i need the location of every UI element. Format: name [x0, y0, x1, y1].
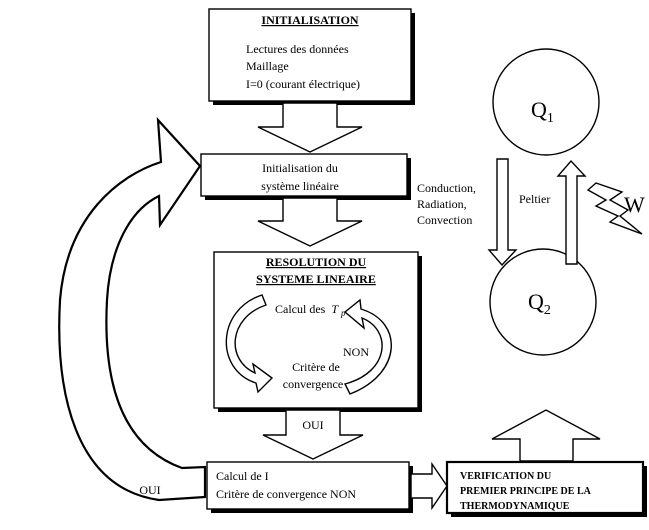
- transfer-line-1: Conduction,: [417, 181, 476, 195]
- q2-node: Q2: [489, 248, 597, 356]
- resolution-box: RESOLUTION DU SYSTEME LINEAIRE Calcul de…: [213, 251, 422, 412]
- resolution-title-2: SYSTEME LINEAIRE: [256, 272, 376, 286]
- system-box: Initialisation du système linéaire: [200, 153, 411, 200]
- resolution-title-1: RESOLUTION DU: [266, 255, 367, 269]
- bottom-box: Calcul de I Critère de convergence NON: [206, 461, 413, 513]
- crit-line-2: convergence: [283, 377, 343, 391]
- verification-box: VERIFICATION DU PREMIER PRINCIPE DE LA T…: [445, 460, 647, 517]
- crit-line-1: Critère de: [292, 360, 340, 374]
- transfer-line-2: Radiation,: [417, 197, 467, 211]
- calcul-i-label: Calcul de I: [216, 469, 269, 483]
- work-label: W: [624, 192, 645, 217]
- non-loop-label: NON: [343, 345, 369, 359]
- init-line-3: I=0 (courant électrique): [246, 77, 360, 91]
- oui-middle-label: OUI: [302, 418, 323, 432]
- verif-line-3: THERMODYNAMIQUE: [460, 501, 570, 512]
- right-arrow-verif: [410, 461, 448, 511]
- curved-arrow-left: [225, 294, 274, 394]
- verif-line-1: VERIFICATION DU: [460, 471, 551, 482]
- up-arrow-verif: [491, 409, 601, 462]
- calc-tp-label: Calcul des T p: [275, 302, 346, 318]
- transfer-down-arrow: [487, 158, 518, 267]
- init-line-1: Lectures des données: [246, 42, 349, 56]
- peltier-label: Peltier: [519, 192, 550, 206]
- init-box: INITIALISATION Lectures des données Mail…: [208, 8, 415, 105]
- q2-label: Q2: [528, 289, 551, 318]
- lightning-bolt-icon: [586, 182, 643, 235]
- system-line-1: Initialisation du: [262, 161, 338, 175]
- q1-label: Q1: [531, 97, 554, 126]
- down-arrow-2: [257, 197, 363, 247]
- init-title: INITIALISATION: [261, 13, 358, 27]
- init-line-2: Maillage: [246, 59, 289, 73]
- peltier-up-arrow: [556, 159, 587, 265]
- down-arrow-1: [257, 102, 363, 153]
- oui-loop-arrow: [58, 116, 207, 502]
- curved-arrow-right: [343, 298, 392, 395]
- verif-line-2: PREMIER PRINCIPE DE LA: [460, 486, 592, 497]
- down-arrow-oui: [262, 409, 364, 460]
- system-line-2: système linéaire: [261, 179, 339, 193]
- transfer-line-3: Convection: [417, 213, 472, 227]
- critere-non-label: Critère de convergence NON: [216, 487, 356, 501]
- oui-left-label: OUI: [139, 483, 160, 497]
- q1-node: Q1: [492, 48, 600, 156]
